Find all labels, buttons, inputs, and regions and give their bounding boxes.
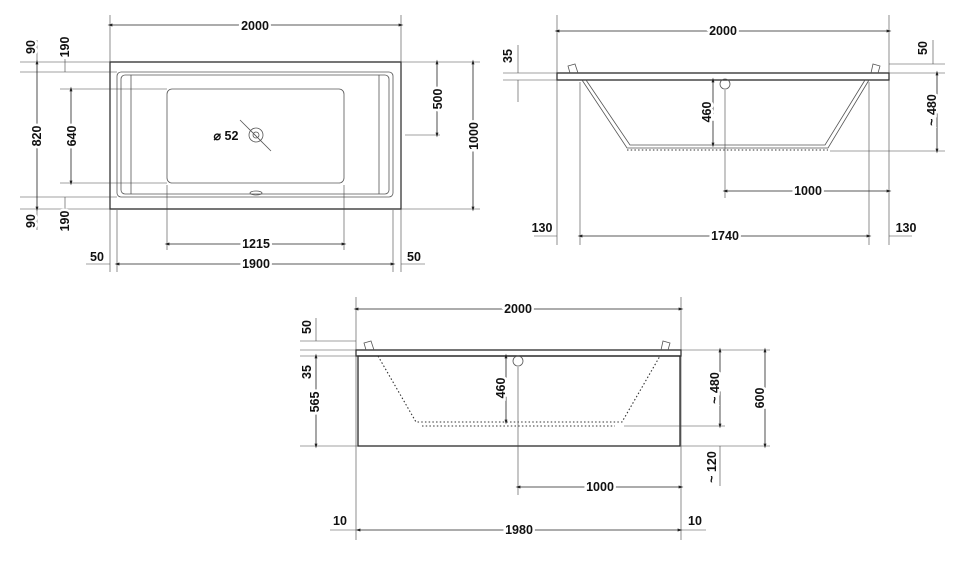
tub-inner-edge xyxy=(120,74,390,195)
dim-right-offset: 10 xyxy=(688,514,702,528)
dim-rim-bottom-inner: 190 xyxy=(58,211,72,232)
dim-rim-bottom: 90 xyxy=(24,214,38,228)
dim-rim-height: 35 xyxy=(501,49,515,63)
dim-rim-top: 90 xyxy=(24,40,38,54)
dim-drain-distance: 1000 xyxy=(794,184,822,198)
dim-outer-depth: ~ 480 xyxy=(708,372,722,404)
dim-left-offset: 10 xyxy=(333,514,347,528)
side-support-left xyxy=(567,63,579,74)
dim-total-length: 2000 xyxy=(504,302,532,316)
front-basin xyxy=(377,355,661,423)
front-view: 2000 50 35 565 460 ~ 480 600 ~ 120 1000 … xyxy=(298,297,770,540)
dim-side-left: 50 xyxy=(90,250,104,264)
side-rim xyxy=(556,72,890,81)
dim-base-length: 1740 xyxy=(711,229,739,243)
dim-rim-right: 50 xyxy=(916,41,930,55)
overflow-icon xyxy=(512,355,524,367)
front-support-left xyxy=(363,340,375,351)
dim-inner-depth: 460 xyxy=(494,378,508,399)
dim-left-offset: 130 xyxy=(532,221,553,235)
front-panel xyxy=(357,355,681,447)
front-rim xyxy=(355,349,682,357)
dim-side-right: 50 xyxy=(407,250,421,264)
side-basin xyxy=(581,79,870,149)
side-view: 2000 35 50 460 ~ 480 1000 1740 130 130 xyxy=(499,15,945,246)
dim-rim-top: 50 xyxy=(300,320,314,334)
top-view: 2000 90 190 820 640 90 190 500 1000 ⌀ 52… xyxy=(20,15,484,274)
dim-feet: ~ 120 xyxy=(705,451,719,483)
drain-icon xyxy=(248,127,264,143)
tub-inner-basin xyxy=(116,71,394,198)
overflow-icon xyxy=(719,78,731,90)
dim-floor-length: 1215 xyxy=(242,237,270,251)
dim-drain-distance: 1000 xyxy=(586,480,614,494)
dim-rim-height: 35 xyxy=(300,365,314,379)
dim-drain-diameter: ⌀ 52 xyxy=(214,129,239,143)
drain-leader xyxy=(239,119,272,152)
dim-panel-height: 565 xyxy=(308,392,322,413)
dim-rim-top-inner: 190 xyxy=(58,37,72,58)
side-support-right xyxy=(870,63,881,74)
dim-width-inner: 820 xyxy=(30,126,44,147)
dim-total-length: 2000 xyxy=(709,24,737,38)
front-support-right xyxy=(660,340,671,351)
dim-total-length: 2000 xyxy=(241,19,269,33)
drain-inner xyxy=(252,131,260,139)
dim-width-outer: 1000 xyxy=(467,122,481,150)
dim-inner-length: 1900 xyxy=(242,257,270,271)
dim-inner-depth: 460 xyxy=(700,102,714,123)
dim-drain-offset: 500 xyxy=(431,89,445,110)
dim-overall-height: 600 xyxy=(753,388,767,409)
dim-panel-length: 1980 xyxy=(505,523,533,537)
overflow-icon xyxy=(249,190,263,196)
dim-right-offset: 130 xyxy=(896,221,917,235)
tub-floor xyxy=(166,88,345,184)
dim-outer-depth: ~ 480 xyxy=(925,94,939,126)
dim-floor-width: 640 xyxy=(65,126,79,147)
